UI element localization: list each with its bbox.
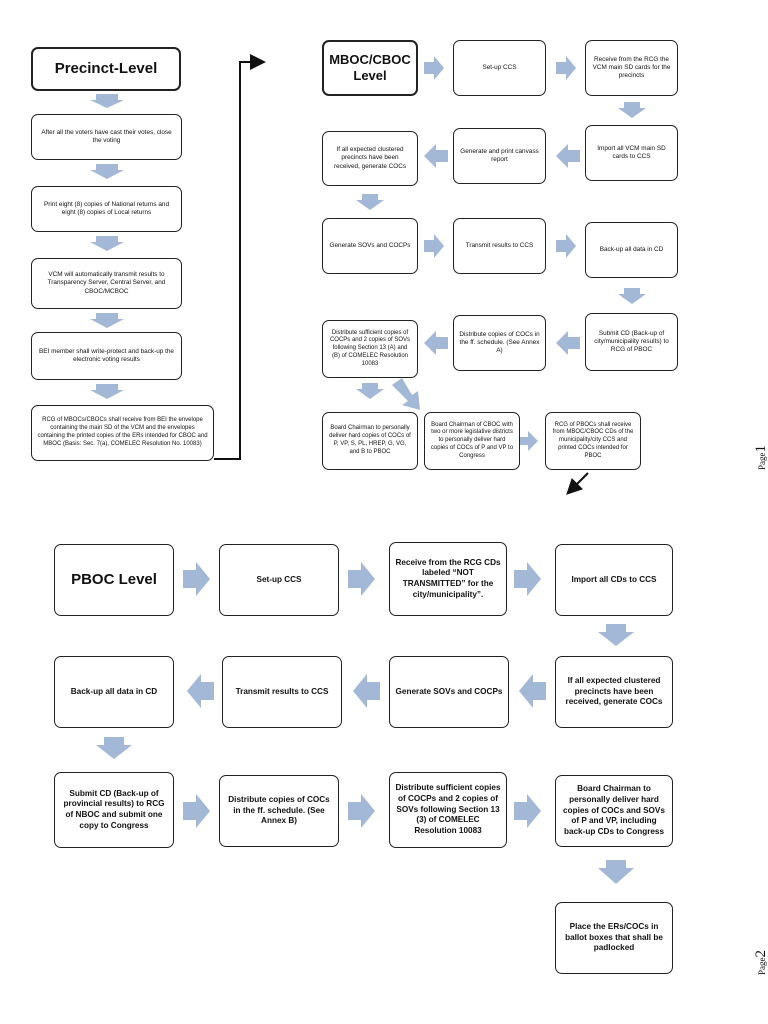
- pboc-place-ers-cocs: Place the ERs/COCs in ballot boxes that …: [555, 902, 673, 974]
- pboc-chairman-deliver: Board Chairman to personally deliver har…: [555, 775, 673, 847]
- page-number-1: Page1: [753, 445, 768, 470]
- precinct-step-vcm-transmit: VCM will automatically transmit results …: [31, 258, 182, 309]
- connector-precinct-to-mboc: [214, 54, 266, 460]
- page-number-value: 1: [753, 445, 768, 453]
- connector-mboc-to-pboc: [566, 472, 589, 495]
- mboc-submit-cd: Submit CD (Back-up of city/municipality …: [585, 313, 678, 371]
- page-number-2: Page2: [753, 950, 768, 975]
- mboc-import-sd-cards: Import all VCM main SD cards to CCS: [585, 125, 678, 181]
- pboc-receive-cds: Receive from the RCG CDs labeled “NOT TR…: [389, 542, 507, 616]
- precinct-level-title: Precinct-Level: [31, 47, 181, 91]
- mboc-receive-sd-cards: Receive from the RCG the VCM main SD car…: [585, 40, 678, 96]
- pboc-import-cds: Import all CDs to CCS: [555, 544, 673, 616]
- precinct-down-arrows: [90, 94, 124, 399]
- pboc-transmit-results: Transmit results to CCS: [222, 656, 342, 728]
- cboc-chairman-deliver-congress: Board Chairman of CBOC with two or more …: [424, 412, 520, 470]
- pboc-distribute-cocs: Distribute copies of COCs in the ff. sch…: [219, 775, 339, 847]
- mboc-distribute-cocps: Distribute sufficient copies of COCPs an…: [322, 320, 418, 378]
- mboc-generate-cocs: If all expected clustered precincts have…: [322, 131, 418, 186]
- mboc-flow-arrows: [356, 56, 646, 451]
- precinct-step-write-protect: BEI member shall write-protect and back-…: [31, 332, 182, 380]
- pboc-generate-sovs: Generate SOVs and COCPs: [389, 656, 509, 728]
- rcg-pbocs-receive: RCG of PBOCs shall receive from MBOC/CBO…: [545, 412, 641, 470]
- pboc-flow-arrows: [96, 562, 634, 884]
- mboc-cboc-level-title: MBOC/CBOC Level: [322, 40, 418, 96]
- mboc-generate-sovs: Generate SOVs and COCPs: [322, 218, 418, 274]
- pboc-generate-cocs: If all expected clustered precincts have…: [555, 656, 673, 728]
- mboc-transmit-results: Transmit results to CCS: [453, 218, 546, 274]
- precinct-step-rcg-receive: RCG of MBOCs/CBOCs shall receive from BE…: [31, 405, 214, 461]
- precinct-step-close-voting: After all the voters have cast their vot…: [31, 114, 182, 160]
- mboc-chairman-deliver-cocs: Board Chairman to personally deliver har…: [322, 412, 418, 470]
- mboc-setup-ccs: Set-up CCS: [453, 40, 546, 96]
- page-word: Page: [757, 957, 767, 976]
- page-word: Page: [757, 452, 767, 471]
- pboc-level-title: PBOC Level: [54, 544, 174, 616]
- precinct-step-print-returns: Print eight (8) copies of National retur…: [31, 186, 182, 232]
- pboc-setup-ccs: Set-up CCS: [219, 544, 339, 616]
- pboc-backup-cd: Back-up all data in CD: [54, 656, 174, 728]
- mboc-generate-canvass-report: Generate and print canvass report: [453, 128, 546, 184]
- mboc-distribute-cocs: Distribute copies of COCs in the ff. sch…: [453, 315, 546, 371]
- page-number-value: 2: [753, 950, 768, 958]
- pboc-submit-cd: Submit CD (Back-up of provincial results…: [54, 772, 174, 848]
- mboc-backup-cd: Back-up all data in CD: [585, 222, 678, 278]
- pboc-distribute-cocps: Distribute sufficient copies of COCPs an…: [389, 772, 507, 848]
